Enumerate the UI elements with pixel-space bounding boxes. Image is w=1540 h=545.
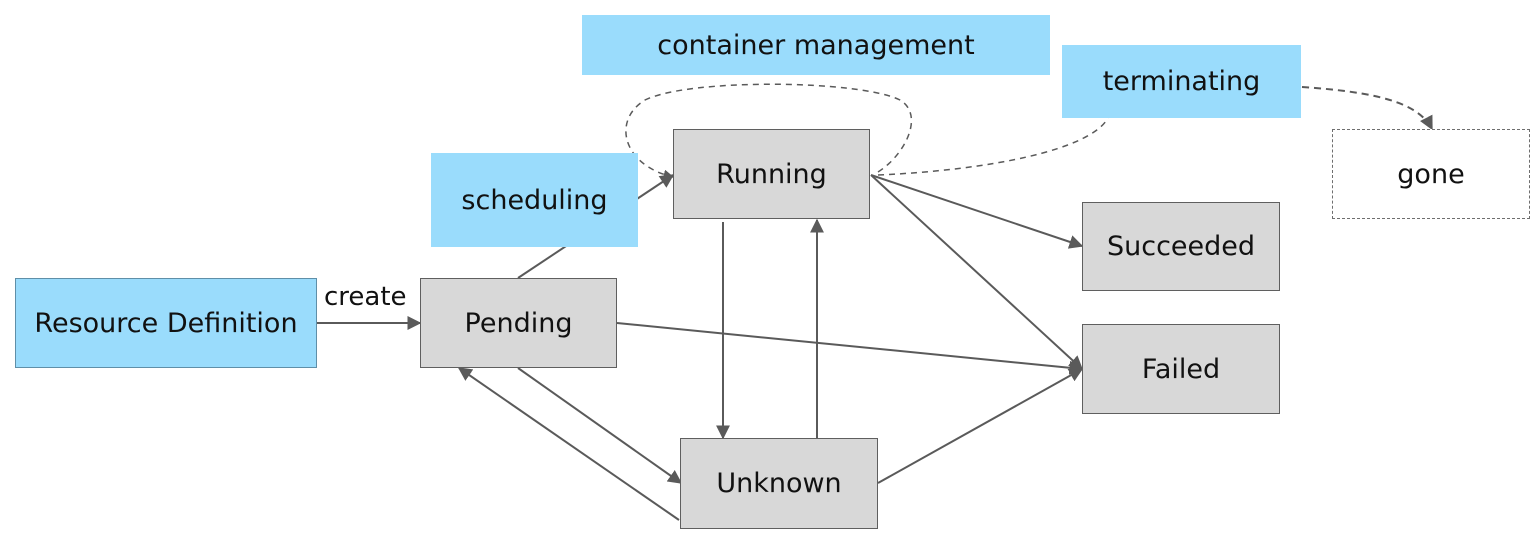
node-resource-definition-label: Resource Definition — [34, 307, 298, 339]
edge-running-to-terminating — [877, 117, 1109, 176]
node-failed: Failed — [1082, 324, 1280, 414]
phase-scheduling-label: scheduling — [461, 184, 608, 216]
edge-unknown-to-pending — [457, 367, 680, 521]
node-gone-label: gone — [1397, 158, 1465, 190]
edge-terminating-to-gone — [1301, 86, 1433, 131]
node-running: Running — [673, 129, 870, 219]
node-failed-label: Failed — [1141, 353, 1221, 385]
node-running-label: Running — [716, 158, 827, 190]
edge-label-create: create — [324, 282, 407, 312]
phase-scheduling: scheduling — [431, 153, 638, 247]
node-resource-definition: Resource Definition — [15, 278, 317, 368]
node-succeeded: Succeeded — [1082, 202, 1280, 291]
edge-running-to-succeeded — [870, 174, 1084, 249]
node-gone: gone — [1332, 129, 1530, 219]
phase-terminating: terminating — [1062, 45, 1301, 118]
edge-pending-to-failed — [616, 322, 1084, 375]
phase-terminating-label: terminating — [1102, 66, 1261, 97]
edge-running-self-loop — [625, 83, 912, 180]
edge-unknown-to-failed — [877, 368, 1084, 484]
phase-container-management: container management — [582, 15, 1050, 75]
edge-pending-to-unknown — [517, 367, 683, 484]
node-pending: Pending — [420, 278, 617, 368]
node-pending-label: Pending — [464, 307, 573, 339]
node-unknown-label: Unknown — [716, 468, 842, 499]
node-unknown: Unknown — [680, 438, 878, 529]
edge-running-to-failed — [870, 174, 1084, 370]
node-succeeded-label: Succeeded — [1106, 231, 1256, 262]
phase-container-management-label: container management — [657, 29, 975, 61]
